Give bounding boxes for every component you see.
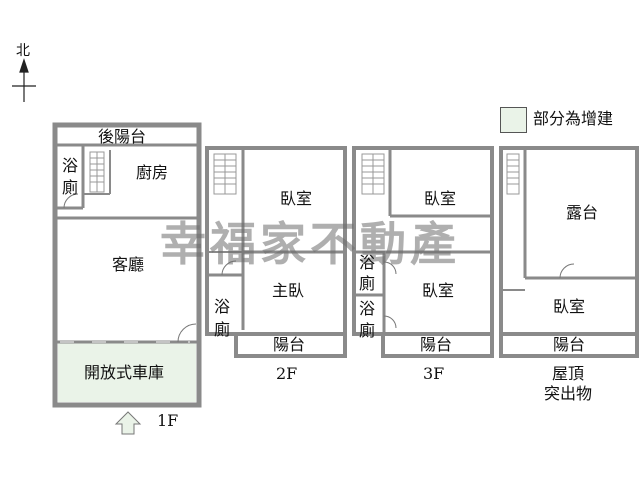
f1-kitchen-label: 廚房 — [136, 163, 169, 182]
f3-bath1-label-1: 浴 — [358, 253, 375, 272]
compass-label: 北 — [16, 43, 30, 59]
floor-2f — [205, 146, 347, 358]
f3-balcony — [381, 332, 494, 358]
entry-arrow-icon — [114, 411, 142, 435]
f2-stairs — [213, 153, 237, 195]
f2-bath-label-1: 浴 — [213, 297, 230, 316]
f3-bath2-label-1: 浴 — [358, 299, 375, 318]
f1-outer-wall — [52, 122, 202, 408]
legend-swatch — [500, 107, 527, 133]
legend-label: 部分為增建 — [533, 109, 614, 128]
f3-bath2-label-2: 廁 — [358, 321, 375, 340]
f1-garage-label: 開放式車庫 — [84, 363, 165, 382]
roof-name-line2: 突出物 — [544, 384, 593, 403]
north-arrow-icon — [19, 58, 29, 73]
f1-bath-label-1: 浴 — [61, 156, 78, 175]
f2-balcony-label: 陽台 — [273, 335, 306, 354]
f3-bedroom-bottom-label: 臥室 — [422, 281, 455, 300]
f3-stairs — [361, 153, 385, 195]
f1-garage-door — [177, 323, 197, 343]
f1-bath-door — [63, 193, 79, 209]
f1-bath-label-2: 廁 — [61, 178, 78, 197]
compass — [12, 58, 36, 102]
f2-balcony — [234, 332, 347, 358]
roof-stairs — [506, 153, 520, 195]
f1-stairs — [89, 151, 105, 193]
f2-bath-label-2: 廁 — [213, 320, 230, 339]
f1-living-label: 客廳 — [112, 255, 145, 274]
floor-roof — [499, 146, 639, 358]
roof-bedroom-label: 臥室 — [553, 297, 586, 316]
roof-balcony — [499, 332, 639, 358]
roof-terrace-label: 露台 — [566, 203, 599, 222]
f1-rear-balcony-label: 後陽台 — [98, 127, 147, 146]
f1-garage-addition — [58, 342, 196, 402]
f3-bedroom-top-label: 臥室 — [424, 189, 457, 208]
f2-floor-name: 2F — [276, 364, 298, 383]
f3-balcony-label: 陽台 — [420, 335, 453, 354]
f2-master-label: 主臥 — [272, 281, 305, 300]
watermark: 幸福家不動產 — [160, 217, 460, 271]
f3-bath1-label-2: 廁 — [358, 274, 375, 293]
floor-3f — [352, 146, 494, 358]
roof-balcony-label: 陽台 — [553, 335, 586, 354]
floor-1f — [52, 122, 202, 408]
f3-floor-name: 3F — [423, 364, 445, 383]
f2-bedroom-label: 臥室 — [280, 189, 313, 208]
roof-name-line1: 屋頂 — [552, 364, 585, 383]
f1-floor-name: 1F — [157, 411, 179, 430]
